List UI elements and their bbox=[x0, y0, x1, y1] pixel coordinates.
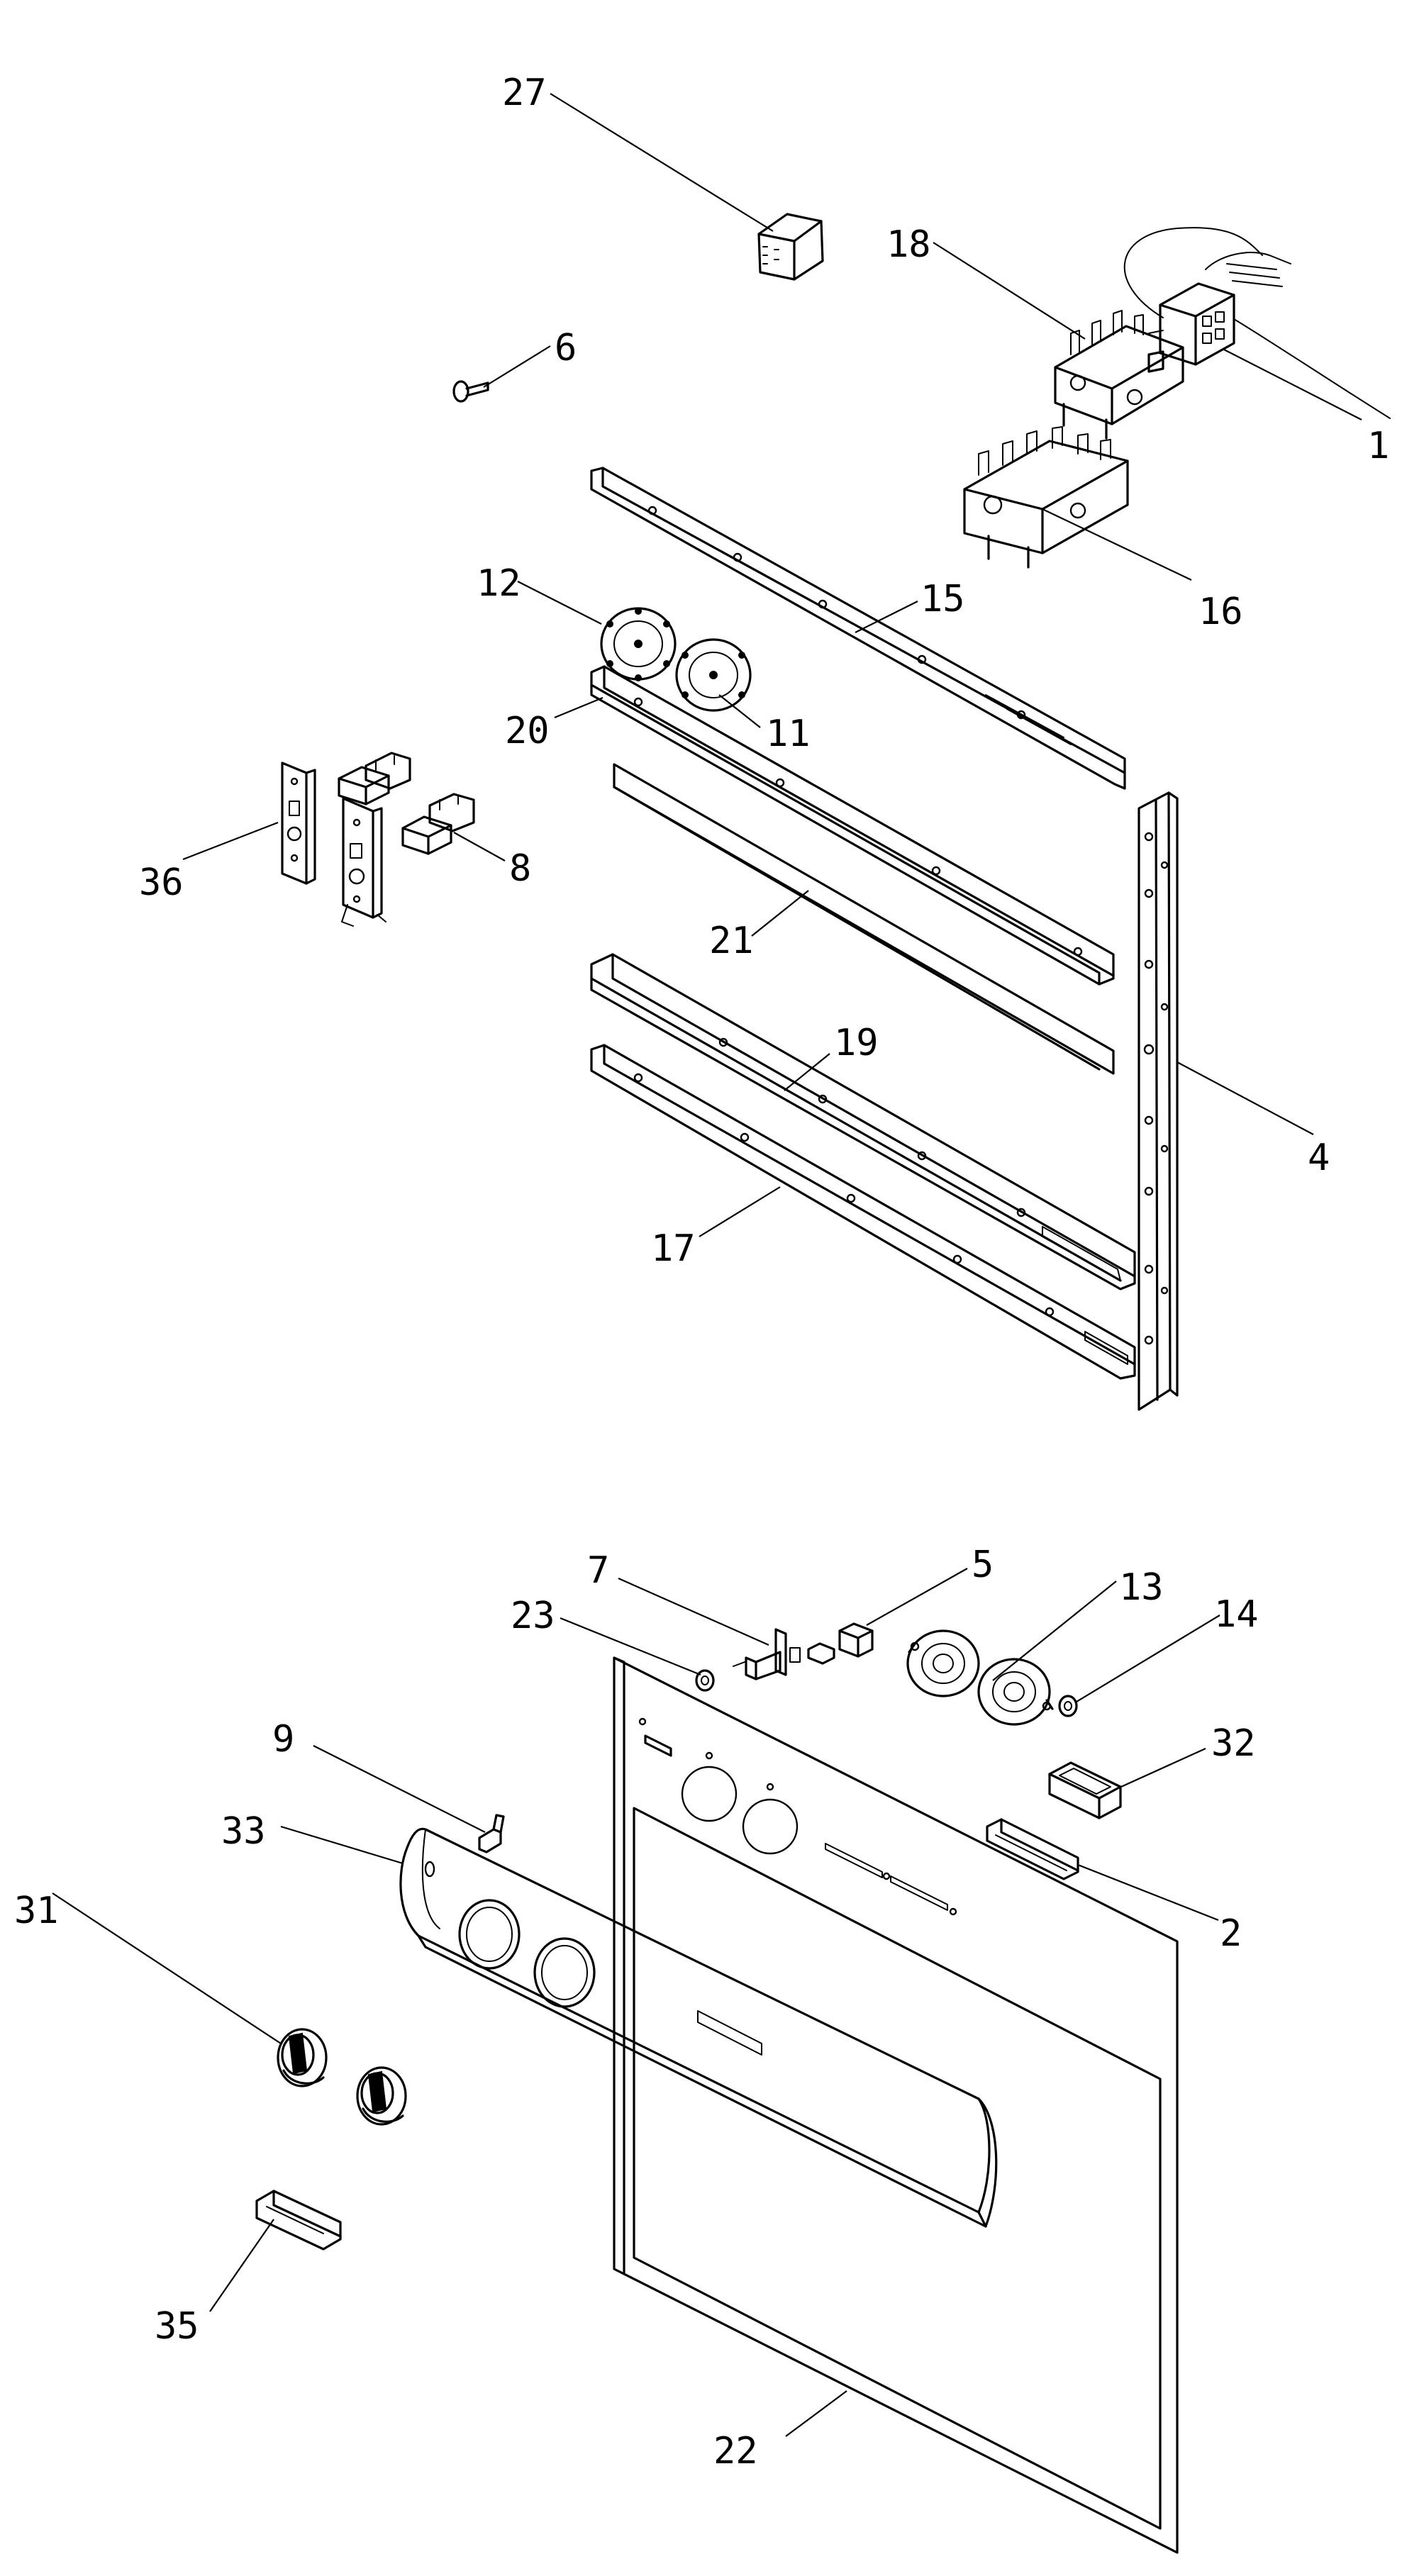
callout-8: 8 bbox=[509, 847, 531, 890]
part-23-nut bbox=[695, 1669, 715, 1692]
part-17-bottom-rail bbox=[590, 1044, 1136, 1380]
part-4-side-bracket bbox=[1137, 791, 1179, 1411]
callout-5: 5 bbox=[972, 1544, 994, 1586]
part-7-lamp-holder bbox=[733, 1628, 801, 1680]
part-12-gasket bbox=[600, 607, 677, 681]
callout-22: 22 bbox=[713, 2430, 758, 2472]
callout-27: 27 bbox=[502, 72, 547, 114]
callout-15: 15 bbox=[920, 578, 965, 620]
part-16-oven-function-switch bbox=[963, 426, 1129, 569]
part-15-top-rail bbox=[590, 467, 1126, 790]
part-33-control-fascia bbox=[399, 1827, 998, 2228]
part-8-rocker-switch bbox=[338, 752, 475, 855]
part-21-panel bbox=[613, 763, 1115, 1075]
part-36-mounting-plate bbox=[281, 762, 386, 927]
callout-36: 36 bbox=[139, 862, 184, 904]
callout-6: 6 bbox=[555, 327, 577, 369]
part-18-selector-switch bbox=[1054, 310, 1184, 440]
part-2-display-lens bbox=[986, 1818, 1079, 1880]
callout-11: 11 bbox=[766, 713, 811, 755]
callout-33: 33 bbox=[221, 1810, 266, 1853]
callout-19: 19 bbox=[834, 1022, 879, 1064]
callout-17: 17 bbox=[651, 1227, 696, 1270]
part-35-bezel bbox=[255, 2190, 342, 2251]
callout-16: 16 bbox=[1198, 591, 1243, 633]
leader-lines bbox=[52, 93, 1362, 2437]
callout-35: 35 bbox=[155, 2305, 199, 2348]
callout-20: 20 bbox=[505, 710, 550, 752]
callout-2: 2 bbox=[1220, 1912, 1242, 1955]
part-19-lower-channel bbox=[590, 953, 1136, 1290]
part-14-ring bbox=[1058, 1695, 1078, 1717]
callout-14: 14 bbox=[1214, 1593, 1259, 1636]
callout-12: 12 bbox=[477, 562, 521, 605]
callout-21: 21 bbox=[709, 920, 754, 962]
callout-18: 18 bbox=[886, 223, 931, 266]
part-13-double-gasket bbox=[906, 1629, 1054, 1726]
part-9-bracket bbox=[478, 1814, 505, 1853]
part-31-control-knob-2 bbox=[356, 2066, 407, 2126]
callout-4: 4 bbox=[1308, 1137, 1330, 1179]
callout-31: 31 bbox=[14, 1890, 59, 1932]
part-20-channel-rail bbox=[590, 665, 1115, 986]
part-22-door-frame bbox=[613, 1656, 1179, 2554]
part-11-gasket bbox=[675, 638, 752, 712]
part-6-screw bbox=[452, 380, 489, 403]
callout-1: 1 bbox=[1367, 425, 1389, 467]
callout-23: 23 bbox=[511, 1595, 555, 1637]
callout-13: 13 bbox=[1119, 1566, 1164, 1609]
part-31-control-knob bbox=[277, 2028, 328, 2087]
callout-9: 9 bbox=[272, 1718, 294, 1761]
callout-32: 32 bbox=[1211, 1722, 1256, 1765]
part-1-thermostat bbox=[1123, 227, 1391, 419]
part-27-relay bbox=[757, 213, 824, 281]
part-5-lamp-switch bbox=[807, 1622, 874, 1665]
callout-7: 7 bbox=[587, 1549, 609, 1592]
part-32-display-housing bbox=[1048, 1761, 1122, 1819]
